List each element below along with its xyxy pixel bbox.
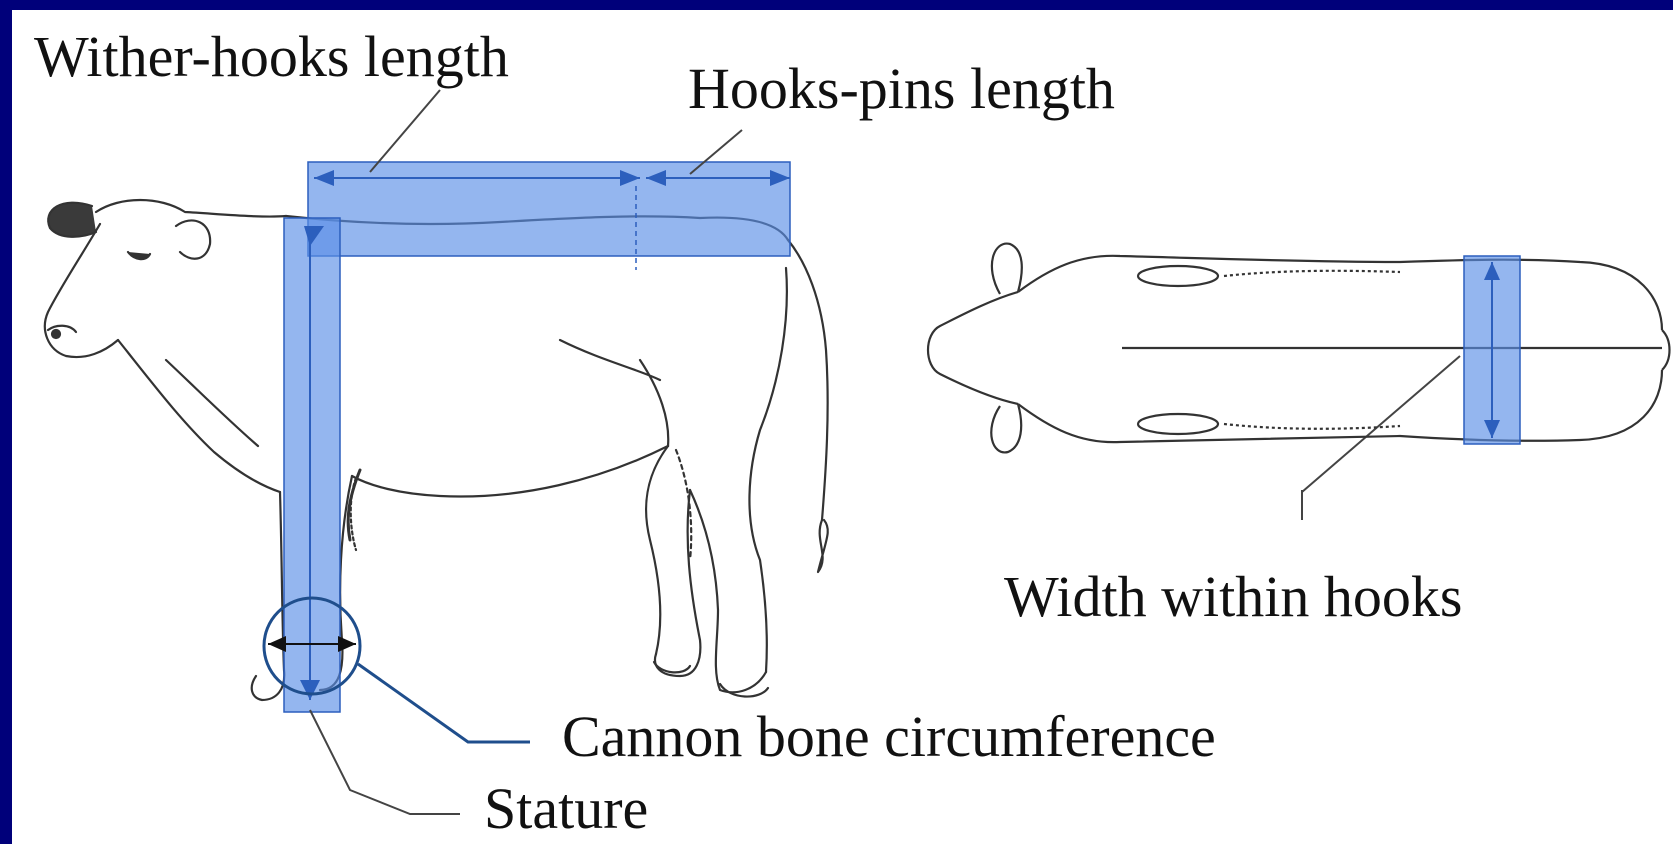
width-within-hooks-label: Width within hooks: [1004, 568, 1462, 626]
width-hooks-leader-diag: [1302, 356, 1460, 492]
hooks-pins-label: Hooks-pins length: [688, 60, 1115, 118]
stature-label: Stature: [484, 780, 648, 838]
wither-hooks-leader: [370, 90, 440, 172]
cannon-bone-label: Cannon bone circumference: [562, 708, 1216, 766]
cow-side-view-icon: [45, 200, 828, 700]
hooks-pins-bar: [308, 162, 790, 256]
cannon-leader: [358, 664, 530, 742]
side-view-highlights: [284, 162, 790, 712]
stature-leader: [310, 710, 460, 814]
width-hooks-highlight: [1464, 256, 1520, 444]
stature-bar: [284, 218, 340, 712]
cow-top-view-icon: [928, 244, 1670, 453]
wither-hooks-label: Wither-hooks length: [34, 28, 509, 86]
